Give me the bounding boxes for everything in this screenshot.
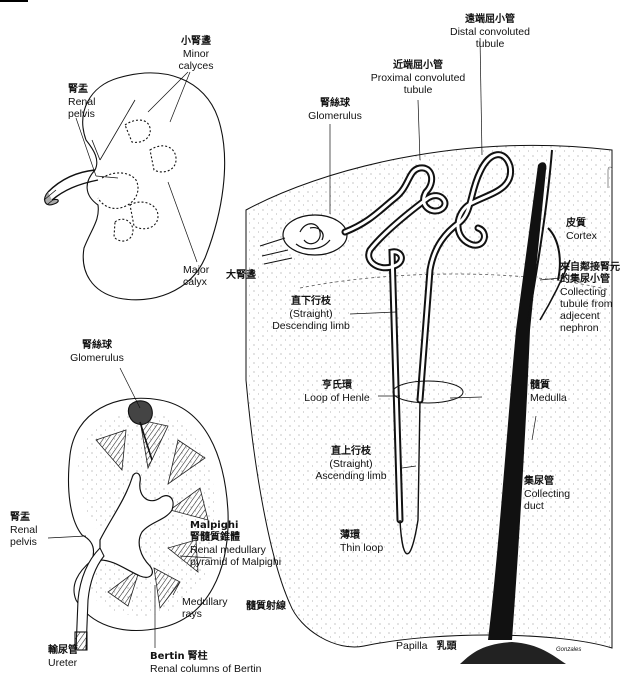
glomerulus-nephron-en: Glomerulus	[300, 110, 370, 122]
henle-zh: 亨氏環	[296, 380, 378, 392]
bertin-name: Bertin	[150, 651, 185, 662]
proximal-zh: 近端屈小管	[360, 60, 476, 72]
collecting-duct-en-2: duct	[524, 500, 570, 512]
calyx-top-3	[130, 202, 158, 229]
renal-pelvis-bottom-en-1: Renal	[10, 524, 37, 536]
proximal-label: 近端屈小管 Proximal convoluted tubule	[360, 60, 476, 96]
renal-pelvis-top-en-1: Renal	[68, 96, 95, 108]
bertin-label: Bertin 腎柱 Renal columns of Bertin	[150, 650, 261, 675]
calyx-top-1	[125, 120, 150, 142]
malpighi-en-2: pyramid of Malpighi	[190, 556, 281, 568]
medulla-en: Medulla	[530, 392, 567, 404]
major-calyx-zh: 大腎盞	[226, 270, 256, 282]
descending-en-1: (Straight)	[266, 308, 356, 320]
glomerulus-bottom	[128, 401, 152, 425]
renal-pelvis-top	[98, 173, 138, 209]
medulla-zh: 髓質	[530, 380, 567, 392]
thin-loop-label: 薄環 Thin loop	[340, 530, 383, 554]
renal-pelvis-top-en-2: pelvis	[68, 108, 95, 120]
cortex-label: 皮質 Cortex	[566, 218, 597, 242]
major-calyx-label: Major calyx	[183, 264, 209, 288]
major-calyx-en-2: calyx	[183, 276, 209, 288]
collecting-tubule-zh-2: 的集尿小管	[560, 274, 620, 286]
papilla-label: Papilla 乳頭	[396, 640, 456, 653]
descending-label: 直下行枝 (Straight) Descending limb	[266, 296, 356, 332]
medullary-rays-label: Medullary rays	[182, 596, 228, 620]
bertin-zh: 腎柱	[188, 651, 208, 662]
malpighi-name: Malpighi	[190, 520, 281, 532]
collecting-tubule-en-4: nephron	[560, 322, 620, 334]
ureter-label: 輸尿管 Ureter	[48, 645, 78, 669]
cortex-en: Cortex	[566, 230, 597, 242]
calyx-top-4	[114, 219, 133, 241]
ascending-label: 直上行枝 (Straight) Ascending limb	[304, 446, 398, 482]
renal-pelvis-top-label: 腎盂 Renal pelvis	[68, 84, 95, 120]
major-calyx-en-1: Major	[183, 264, 209, 276]
glomerulus-bottom-en: Glomerulus	[62, 352, 132, 364]
distal-label: 遠端屈小管 Distal convoluted tubule	[440, 14, 540, 50]
minor-calyces-en-2: calyces	[166, 60, 226, 72]
renal-pelvis-bottom-en-2: pelvis	[10, 536, 37, 548]
collecting-duct-zh: 集尿管	[524, 476, 570, 488]
artist-signature: Gonzales	[556, 644, 581, 656]
malpighi-zh: 腎髓質錐體	[190, 532, 281, 544]
minor-calyces-label: 小腎盞 Minor calyces	[166, 36, 226, 72]
henle-en: Loop of Henle	[296, 392, 378, 404]
thin-loop-en: Thin loop	[340, 542, 383, 554]
collecting-tubule-en-3: adjecent	[560, 310, 620, 322]
renal-pelvis-bottom-label: 腎盂 Renal pelvis	[10, 512, 37, 548]
minor-calyces-en-1: Minor	[166, 48, 226, 60]
henle-label: 亨氏環 Loop of Henle	[296, 380, 378, 404]
calyx-top-2	[150, 146, 176, 172]
glomerulus-bottom-zh: 腎絲球	[62, 340, 132, 352]
ascending-en-1: (Straight)	[304, 458, 398, 470]
thin-loop-zh: 薄環	[340, 530, 383, 542]
glomerulus-nephron-label: 腎絲球 Glomerulus	[300, 98, 370, 122]
proximal-en-2: tubule	[360, 84, 476, 96]
malpighi-en-1: Renal medullary	[190, 544, 281, 556]
bertin-en: Renal columns of Bertin	[150, 663, 261, 675]
collecting-tubule-label: 來自鄰接腎元 的集尿小管 Collecting tubule from adje…	[560, 262, 620, 334]
medullary-rays-zh: 髓質射線	[246, 601, 286, 613]
distal-zh: 遠端屈小管	[440, 14, 540, 26]
malpighi-label: Malpighi 腎髓質錐體 Renal medullary pyramid o…	[190, 520, 281, 568]
ureter-zh: 輸尿管	[48, 645, 78, 657]
distal-en-1: Distal convoluted	[440, 26, 540, 38]
ascending-zh: 直上行枝	[304, 446, 398, 458]
medulla-label: 髓質 Medulla	[530, 380, 567, 404]
papilla-en: Papilla	[396, 640, 428, 652]
medullary-rays-en-2: rays	[182, 608, 228, 620]
cortex-zh: 皮質	[566, 218, 597, 230]
distal-en-2: tubule	[440, 38, 540, 50]
descending-zh: 直下行枝	[266, 296, 356, 308]
medullary-rays-en-1: Medullary	[182, 596, 228, 608]
papilla-zh: 乳頭	[436, 641, 456, 652]
ascending-en-2: Ascending limb	[304, 470, 398, 482]
glomerulus-nephron-zh: 腎絲球	[300, 98, 370, 110]
proximal-en-1: Proximal convoluted	[360, 72, 476, 84]
collecting-duct-label: 集尿管 Collecting duct	[524, 476, 570, 512]
collecting-tubule-zh-1: 來自鄰接腎元	[560, 262, 620, 274]
descending-en-2: Descending limb	[266, 320, 356, 332]
ureter-en: Ureter	[48, 657, 78, 669]
collecting-tubule-en-1: Collecting	[560, 286, 620, 298]
nephron-panel	[246, 38, 612, 664]
glomerulus-bottom-label: 腎絲球 Glomerulus	[62, 340, 132, 364]
minor-calyces-zh: 小腎盞	[166, 36, 226, 48]
collecting-tubule-en-2: tubule from	[560, 298, 620, 310]
renal-pelvis-bottom-zh: 腎盂	[10, 512, 37, 524]
collecting-duct-en-1: Collecting	[524, 488, 570, 500]
renal-pelvis-top-zh: 腎盂	[68, 84, 95, 96]
